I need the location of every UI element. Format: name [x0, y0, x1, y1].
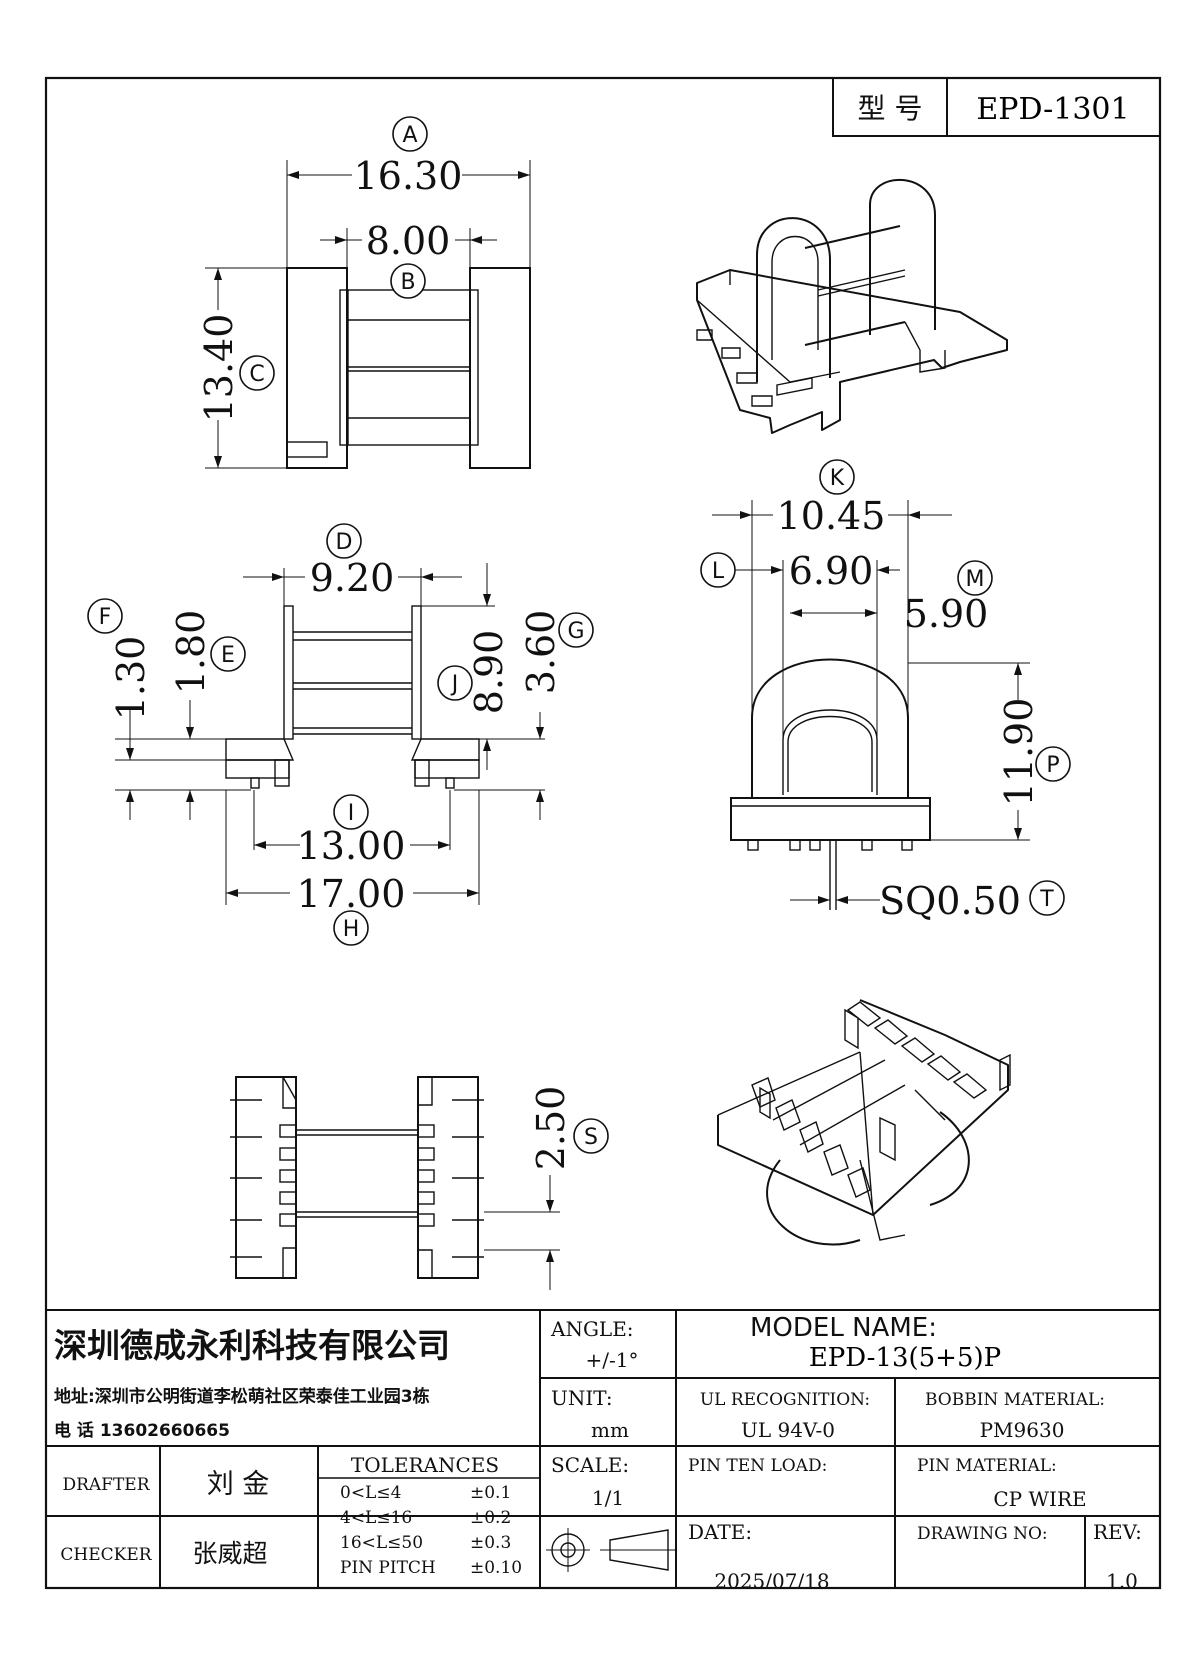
- dim-I-letter: I: [348, 801, 355, 826]
- tolerance-range-4: PIN PITCH: [340, 1558, 436, 1578]
- rev-label: REV:: [1093, 1520, 1142, 1544]
- tolerance-range-2: 4<L≤16: [340, 1508, 412, 1528]
- date-value: 2025/07/18: [714, 1569, 829, 1593]
- dim-T-value: SQ0.50: [879, 879, 1021, 923]
- dim-M-letter: M: [966, 567, 985, 592]
- dim-J-letter: J: [450, 672, 459, 697]
- checker-label: CHECKER: [60, 1545, 152, 1565]
- tolerance-value-4: ±0.10: [470, 1558, 522, 1578]
- dim-S-value: 2.50: [529, 1086, 573, 1171]
- projection-symbol-icon: [546, 1528, 676, 1572]
- tolerance-range-1: 0<L≤4: [340, 1483, 401, 1503]
- tolerance-value-2: ±0.2: [470, 1508, 511, 1528]
- drawing-no-label: DRAWING NO:: [917, 1524, 1048, 1544]
- bottom-view: 2.50 S: [230, 1076, 609, 1290]
- pin-material-label: PIN MATERIAL:: [917, 1456, 1057, 1476]
- front-view: 16.30 A 8.00 B 13.40 C: [197, 116, 531, 469]
- dim-G-value: 3.60: [519, 610, 563, 695]
- bobbin-material-value: PM9630: [980, 1418, 1065, 1442]
- dim-F-letter: F: [99, 605, 112, 630]
- dim-D-value: 9.20: [310, 556, 395, 600]
- title-block: 深圳德成永利科技有限公司 地址:深圳市公明街道李松萌社区荣泰佳工业园3栋 电 话…: [46, 1309, 1160, 1593]
- dim-L-value: 6.90: [789, 549, 874, 593]
- dim-B-letter: B: [400, 270, 415, 295]
- dim-K-value: 10.45: [777, 494, 886, 538]
- scale-value: 1/1: [592, 1486, 624, 1510]
- model-value: EPD-1301: [976, 92, 1129, 127]
- dim-B-value: 8.00: [366, 219, 451, 263]
- model-name-value: EPD-13(5+5)P: [809, 1343, 1001, 1373]
- drafter-name: 刘 金: [207, 1469, 270, 1500]
- dim-T-letter: T: [1039, 887, 1054, 912]
- iso-view-top: [696, 178, 1008, 434]
- pin-material-value: CP WIRE: [993, 1487, 1086, 1511]
- dim-J-value: 8.90: [467, 630, 511, 715]
- iso-view-bottom: [717, 999, 1011, 1246]
- drawing-border: [44, 76, 1162, 1590]
- dim-K-letter: K: [830, 466, 845, 491]
- dim-P-value: 11.90: [997, 698, 1041, 807]
- bobbin-material-label: BOBBIN MATERIAL:: [925, 1390, 1105, 1410]
- dim-L-letter: L: [712, 559, 725, 584]
- drafter-label: DRAFTER: [62, 1475, 150, 1495]
- tolerance-range-3: 16<L≤50: [340, 1533, 423, 1553]
- date-label: DATE:: [688, 1520, 752, 1544]
- model-label: 型 号: [858, 92, 923, 125]
- dim-G-letter: G: [567, 619, 584, 644]
- dim-P-letter: P: [1046, 753, 1059, 778]
- angle-value: +/-1°: [586, 1348, 639, 1372]
- dim-C-letter: C: [249, 362, 264, 387]
- dim-I-value: 13.00: [297, 824, 406, 868]
- rev-value: 1.0: [1106, 1569, 1138, 1593]
- dim-H-value: 17.00: [297, 872, 406, 916]
- ul-value: UL 94V-0: [741, 1418, 835, 1442]
- ul-label: UL RECOGNITION:: [700, 1390, 870, 1410]
- tolerances-label: TOLERANCES: [351, 1453, 499, 1477]
- company-name: 深圳德成永利科技有限公司: [54, 1326, 450, 1365]
- model-name-label: MODEL NAME:: [750, 1313, 937, 1343]
- dim-E-value: 1.80: [169, 610, 213, 695]
- company-address: 地址:深圳市公明街道李松萌社区荣泰佳工业园3栋: [54, 1386, 430, 1407]
- unit-label: UNIT:: [551, 1386, 613, 1410]
- dim-D-letter: D: [336, 530, 353, 555]
- dim-A-value: 16.30: [354, 154, 463, 198]
- company-phone: 电 话 13602660665: [54, 1420, 230, 1441]
- dim-F-value: 1.30: [109, 636, 153, 721]
- angle-label: ANGLE:: [550, 1317, 634, 1341]
- dim-E-letter: E: [221, 643, 235, 668]
- dim-M-value: 5.90: [904, 592, 989, 636]
- scale-label: SCALE:: [551, 1453, 629, 1477]
- tolerance-value-3: ±0.3: [470, 1533, 511, 1553]
- dim-C-value: 13.40: [197, 314, 241, 423]
- end-view: 10.45 K 6.90 L 5.90 M 11.90 P SQ0.50 T: [700, 459, 1071, 923]
- checker-name: 张威超: [192, 1539, 267, 1568]
- unit-value: mm: [591, 1418, 629, 1442]
- side-view: 9.20 D 1.30 F 1.80 E 8.90 J 3.60 G 13.00…: [87, 523, 594, 946]
- dim-A-letter: A: [402, 123, 417, 148]
- model-header: 型 号 EPD-1301: [832, 77, 1161, 137]
- dim-H-letter: H: [343, 917, 360, 942]
- tolerance-value-1: ±0.1: [470, 1483, 511, 1503]
- pin-ten-load-label: PIN TEN LOAD:: [688, 1456, 827, 1476]
- dim-S-letter: S: [584, 1125, 598, 1150]
